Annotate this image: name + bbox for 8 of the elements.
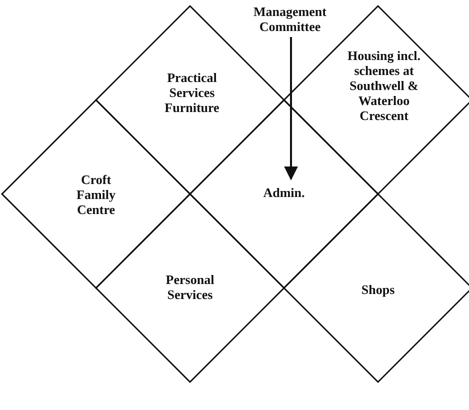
diamond-label: Shops xyxy=(360,282,396,297)
arrow xyxy=(284,37,298,180)
diamond-label: Housing incl. schemes at Southwell & Waterloo Crescent xyxy=(346,48,422,123)
diamond-label: Croft Family Centre xyxy=(76,172,116,217)
heading-label: Management Committee xyxy=(252,4,328,34)
diamond-label: Practical Services Furniture xyxy=(164,70,220,115)
diamond-label: Personal Services xyxy=(164,272,216,302)
diamond-label: Admin. xyxy=(262,185,306,200)
